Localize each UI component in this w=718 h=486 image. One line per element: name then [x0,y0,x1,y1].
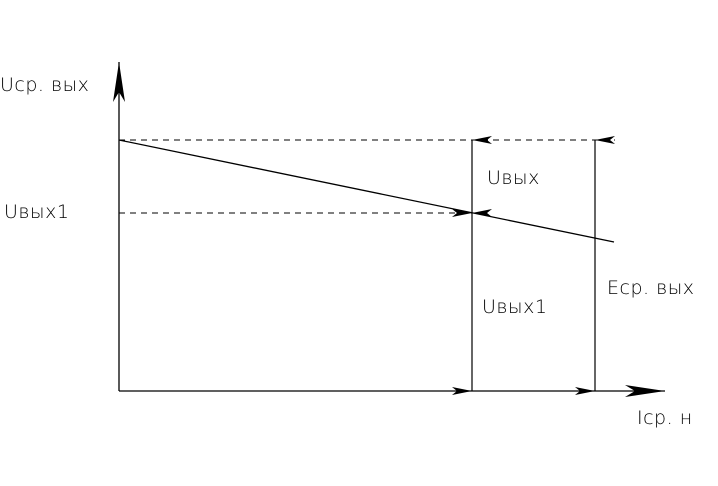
x-axis-label: Iср. н [637,407,693,429]
y-axis-label: Uср. вых [0,74,89,96]
u-out1-segment-label: Uвых1 [482,296,547,318]
e-avg-out-label: Eср. вых [607,277,695,299]
u-out1-left-label: Uвых1 [4,201,69,223]
load-characteristic-line [118,139,615,243]
u-out-segment-label: Uвых [487,167,540,189]
